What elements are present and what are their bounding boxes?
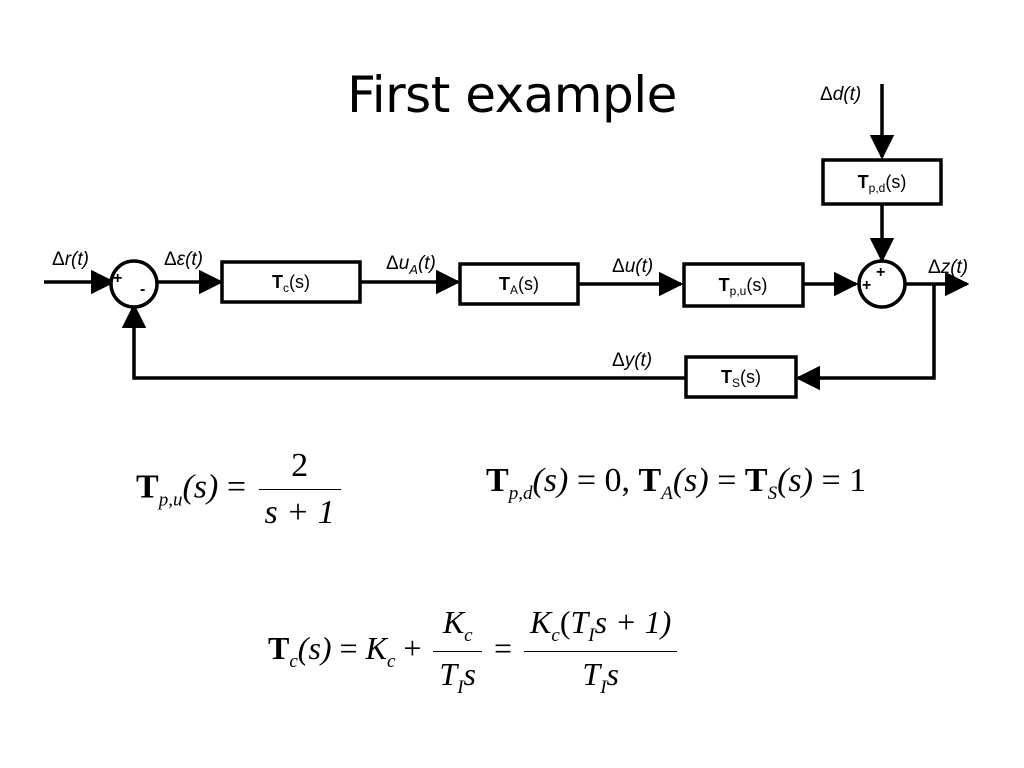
line-feedback-in bbox=[121, 303, 686, 380]
eq2-t3-val: = 1 bbox=[821, 462, 867, 499]
block-ts bbox=[684, 355, 798, 399]
block-tpu-label: Tp,u(s) bbox=[719, 275, 768, 298]
signal-d-label: Δd(t) bbox=[820, 84, 861, 105]
signal-ua-label: ΔuA(t) bbox=[386, 253, 436, 277]
eq-tc-fraction-1: Kc TIs bbox=[433, 604, 482, 699]
eq-tpu-fraction: 2 s + 1 bbox=[258, 447, 341, 532]
eq-tc-fraction-2: Kc(TIs + 1) TIs bbox=[524, 604, 678, 699]
sum-input-minus: - bbox=[140, 281, 145, 298]
slide-title: First example bbox=[347, 66, 677, 124]
eq-tc-plus: + bbox=[403, 629, 422, 666]
block-tpd bbox=[821, 158, 943, 206]
eq2-t3-arg: (s) bbox=[777, 462, 813, 499]
signal-y-label: Δy(t) bbox=[612, 350, 652, 371]
eq2-t2-arg: (s) bbox=[672, 462, 709, 499]
eq-tpu-lhs-main: T bbox=[136, 468, 159, 506]
eq2-t3-main: T bbox=[744, 462, 768, 499]
sum-junction-output bbox=[857, 259, 907, 309]
equation-others: Tp,d(s) = 0, TA(s) = TS(s) = 1 bbox=[486, 462, 866, 505]
eq-tpu-lhs-arg: (s) bbox=[182, 468, 219, 506]
eq2-t2-sub: A bbox=[661, 483, 673, 504]
signal-z-label: Δz(t) bbox=[928, 257, 968, 278]
block-ta bbox=[458, 262, 580, 306]
block-tc bbox=[220, 260, 362, 304]
eq2-t1-val: = 0, bbox=[576, 462, 631, 499]
block-ts-label: TS(s) bbox=[721, 367, 761, 390]
eq2-t1-arg: (s) bbox=[532, 462, 569, 499]
eq-tpu-equals: = bbox=[226, 468, 247, 506]
eq-tpu-num: 2 bbox=[258, 447, 341, 490]
signal-u-label: Δu(t) bbox=[612, 256, 653, 277]
sum-junction-input bbox=[109, 259, 159, 309]
block-tpu bbox=[682, 262, 805, 308]
eq-tc-lhs-arg: (s) bbox=[297, 629, 332, 666]
sum-output-plus-left: + bbox=[862, 277, 871, 294]
eq2-t1-sub: p,d bbox=[508, 483, 533, 504]
eq-tc-k-sub: c bbox=[386, 650, 396, 672]
eq-tc-lhs-sub: c bbox=[289, 650, 298, 672]
block-tpd-label: Tp,d(s) bbox=[858, 172, 907, 195]
sum-input-plus: + bbox=[113, 270, 122, 287]
eq-tc-k: K bbox=[365, 629, 387, 666]
eq2-t2-main: T bbox=[638, 462, 662, 499]
eq-tc-equals-2: = bbox=[494, 629, 513, 666]
sum-output-plus-top: + bbox=[876, 264, 885, 281]
signal-r-label: Δr(t) bbox=[52, 249, 89, 270]
eq2-t3-sub: S bbox=[767, 483, 778, 504]
eq2-t1-main: T bbox=[486, 462, 509, 499]
signal-eps-label: Δε(t) bbox=[164, 249, 203, 270]
block-ta-label: TA(s) bbox=[499, 274, 539, 297]
block-tc-label: Tc(s) bbox=[272, 272, 310, 295]
eq-tc-f2-den: TIs bbox=[582, 656, 619, 698]
equation-tc: Tc(s) = Kc + Kc TIs = Kc(TIs + 1) TIs bbox=[268, 604, 681, 699]
eq-tc-f1-den: TIs bbox=[439, 656, 476, 698]
eq-tc-f1-num: Kc bbox=[433, 604, 482, 652]
line-feedback-out bbox=[795, 284, 936, 391]
eq-tc-f2-num: Kc(TIs + 1) bbox=[524, 604, 678, 652]
eq-tpu-lhs-sub: p,u bbox=[158, 489, 183, 511]
eq-tc-lhs-main: T bbox=[268, 629, 290, 666]
eq2-equals: = bbox=[717, 462, 737, 499]
eq-tc-equals-1: = bbox=[339, 629, 358, 666]
equation-tpu: Tp,u(s) = 2 s + 1 bbox=[136, 447, 345, 532]
eq-tpu-den: s + 1 bbox=[264, 494, 335, 531]
